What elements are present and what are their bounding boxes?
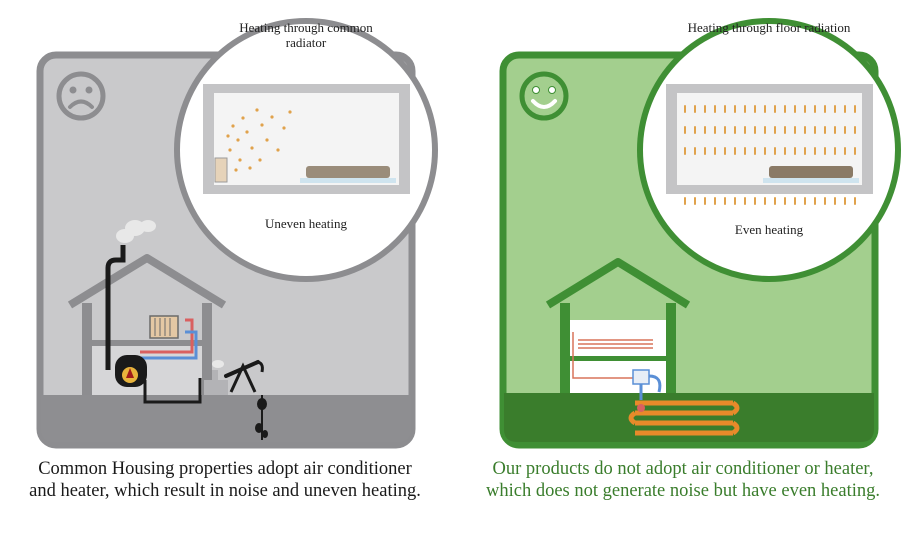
heat-pump <box>632 369 662 400</box>
common-housing-illustration <box>36 18 438 449</box>
zoom-title: Heating through floor radiation <box>687 20 851 35</box>
zoom-circle <box>637 18 901 282</box>
product-illustration <box>499 18 901 449</box>
zoom-caption: Uneven heating <box>265 216 347 231</box>
floor-heating-coil <box>572 332 653 379</box>
happy-face-icon <box>519 71 569 121</box>
zoom-caption: Even heating <box>734 222 804 237</box>
product-panel: Heating through floor radiation Even hea… <box>463 0 903 535</box>
boiler-chimney <box>105 220 156 370</box>
ground <box>504 393 874 442</box>
panel-caption: Our products do not adopt air conditione… <box>485 459 881 501</box>
ground <box>41 395 411 442</box>
panel-caption: Common Housing properties adopt air cond… <box>29 459 421 501</box>
oil-pump <box>224 360 264 393</box>
ground-loop <box>628 400 740 436</box>
zoom-circle <box>174 18 438 282</box>
radiator <box>149 315 179 339</box>
cold-pipe <box>140 330 198 360</box>
oil-well <box>255 395 268 440</box>
sad-face-icon <box>56 71 106 121</box>
even-heat-rows <box>684 105 856 205</box>
factory <box>204 360 228 395</box>
common-housing-panel: Heating through common radiator Uneven h… <box>0 0 440 535</box>
zoom-title: Heating through common radiator <box>239 20 373 50</box>
pump-indicator <box>637 404 645 412</box>
boiler <box>115 355 147 387</box>
hot-pipe <box>140 318 194 354</box>
house-outline <box>545 258 691 393</box>
fuel-line <box>143 378 202 404</box>
